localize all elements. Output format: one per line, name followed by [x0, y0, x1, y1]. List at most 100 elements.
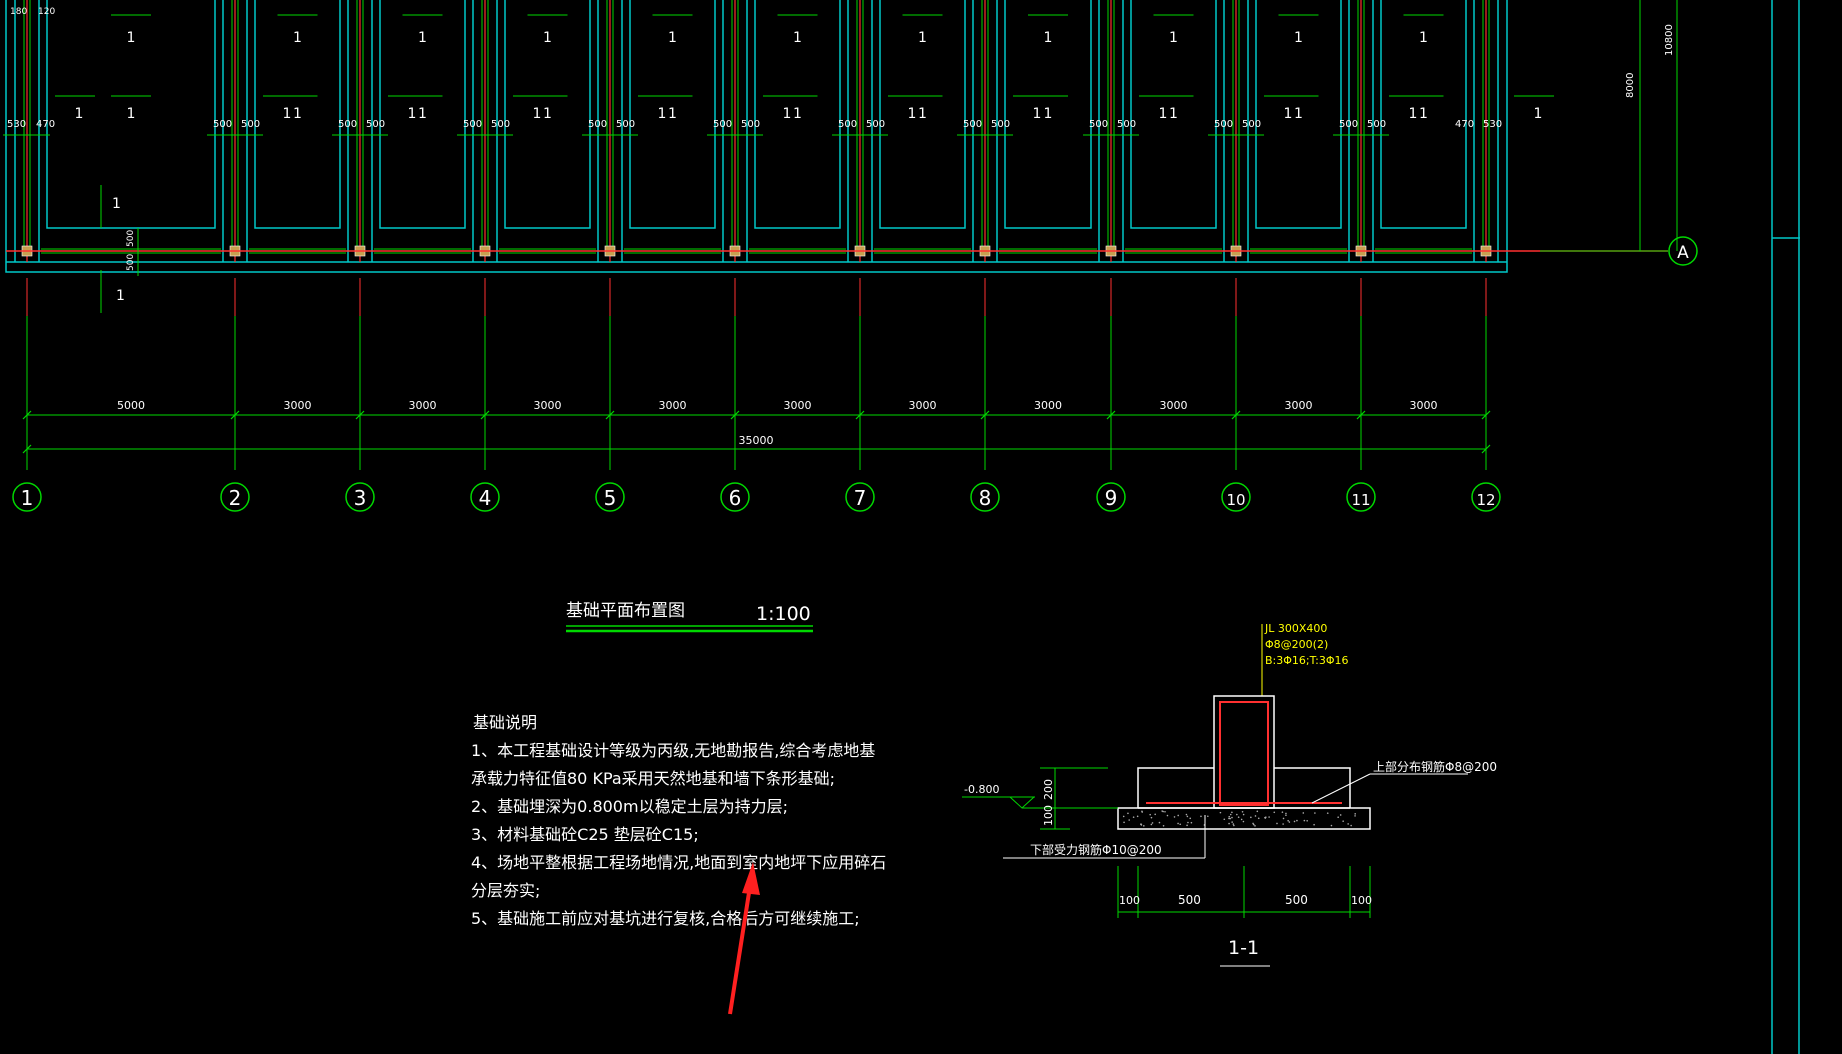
- axis-label: 11: [1351, 491, 1370, 509]
- axis-bubble: [1096, 482, 1126, 512]
- column-dim: 500: [366, 119, 385, 130]
- section-top-rebar-label: 上部分布钢筋Φ8@200: [1373, 759, 1497, 774]
- bay-dim: 3000: [784, 399, 812, 412]
- section-title: 1-1: [1228, 937, 1259, 959]
- section-mark: 1: [793, 30, 802, 46]
- section-mark: 1: [918, 30, 927, 46]
- section-mark: 1: [1169, 106, 1178, 122]
- axis-label: 2: [229, 486, 242, 510]
- axis-label: 7: [854, 486, 867, 510]
- section-mark: 1: [127, 30, 136, 46]
- cushion-hatch: [1122, 810, 1356, 827]
- axis-bubble: [220, 482, 250, 512]
- plan-title: 基础平面布置图 1:100: [566, 601, 813, 633]
- drawing-frame-right: [1771, 0, 1800, 1054]
- notes-line-7: 5、基础施工前应对基坑进行复核,合格后方可继续施工;: [471, 909, 860, 928]
- axis-label: 1: [21, 486, 34, 510]
- bay-dim: 3000: [1160, 399, 1188, 412]
- section-cut-label: 1: [112, 196, 121, 212]
- axis-bubble: [970, 482, 1000, 512]
- axis-label: 6: [729, 486, 742, 510]
- column-dim: 500: [866, 119, 885, 130]
- bay-dim: 3000: [1410, 399, 1438, 412]
- axis-label: 3: [354, 486, 367, 510]
- axis-bubble: [1221, 482, 1251, 512]
- section-mark: 1: [127, 106, 136, 122]
- notes-line-5: 4、场地平整根据工程场地情况,地面到室内地坪下应用碎石: [471, 853, 886, 872]
- section-mark: 1: [1159, 106, 1168, 122]
- column-dim: 500: [491, 119, 510, 130]
- section-1-1: JL 300X400 Φ8@200(2) B:3Φ16;T:3Φ16 上部分布钢…: [962, 622, 1497, 967]
- section-mark: 1: [1044, 30, 1053, 46]
- notes-line-2: 承载力特征值80 KPa采用天然地基和墙下条形基础;: [471, 769, 835, 788]
- section-mark: 1: [283, 106, 292, 122]
- section-mark: 1: [543, 106, 552, 122]
- total-dim: 35000: [739, 434, 774, 447]
- section-mark: 1: [793, 106, 802, 122]
- room-outline: [1255, 0, 1342, 229]
- dim-tick: [22, 444, 32, 454]
- axis-label: 10: [1226, 491, 1245, 509]
- dim-tick: [1481, 444, 1491, 454]
- plan-title-text: 基础平面布置图: [566, 601, 685, 621]
- section-mark: 1: [1419, 30, 1428, 46]
- bay-dim: 3000: [659, 399, 687, 412]
- axis-label: 8: [979, 486, 992, 510]
- column-dim: 500: [838, 119, 857, 130]
- section-bottom-dim-4: 100: [1351, 894, 1372, 907]
- column-dim: 500: [241, 119, 260, 130]
- section-mark: 1: [908, 106, 917, 122]
- section-mark: 1: [533, 106, 542, 122]
- axis-a-label: A: [1677, 243, 1689, 263]
- bay-dim: 3000: [284, 399, 312, 412]
- axis-bubble: [1471, 482, 1501, 512]
- section-mark: 1: [1534, 106, 1543, 122]
- section-bars-label: B:3Φ16;T:3Φ16: [1265, 654, 1348, 667]
- bay-dim: 5000: [117, 399, 145, 412]
- column-dim: 500: [991, 119, 1010, 130]
- section-stirrup-label: Φ8@200(2): [1265, 638, 1328, 651]
- notes-line-4: 3、材料基础砼C25 垫层砼C15;: [471, 825, 699, 844]
- foundation-notes: 基础说明 1、本工程基础设计等级为丙级,无地勘报告,综合考虑地基 承载力特征值8…: [471, 713, 886, 928]
- section-mark: 1: [658, 106, 667, 122]
- axis-label: 5: [604, 486, 617, 510]
- column-dim: 500: [1242, 119, 1261, 130]
- section-mark: 1: [1419, 106, 1428, 122]
- section-mark: 1: [543, 30, 552, 46]
- axis-bubble: [470, 482, 500, 512]
- section-mark: 1: [1409, 106, 1418, 122]
- axis-bubble: [345, 482, 375, 512]
- column-dim: 500: [338, 119, 357, 130]
- axis-a-bubble: [1668, 236, 1698, 266]
- section-mark: 1: [293, 30, 302, 46]
- room-outline: [504, 0, 591, 229]
- notes-heading: 基础说明: [473, 713, 537, 732]
- section-bottom-dim-2: 500: [1178, 893, 1201, 907]
- section-mark: 1: [918, 106, 927, 122]
- axis-label: 9: [1105, 486, 1118, 510]
- axis-label: 4: [479, 486, 492, 510]
- left-dim-470: 470: [36, 119, 55, 130]
- bay-dim: 3000: [909, 399, 937, 412]
- axis-label: 12: [1476, 491, 1495, 509]
- column-dim: 500: [213, 119, 232, 130]
- section-cut-label: 1: [116, 288, 125, 304]
- section-mark: 1: [1033, 106, 1042, 122]
- column-dim: 500: [713, 119, 732, 130]
- notes-line-6: 分层夯实;: [471, 881, 540, 900]
- strip-half-dim: 500: [126, 230, 136, 247]
- strip-half-dim: 500: [126, 254, 136, 271]
- notes-line-3: 2、基础埋深为0.800m以稳定土层为持力层;: [471, 797, 788, 816]
- section-dim-200: 200: [1042, 779, 1055, 800]
- axis-bubble: [1346, 482, 1376, 512]
- axis-bubble: [12, 482, 42, 512]
- column-dim: 500: [1089, 119, 1108, 130]
- axis-bubble: [845, 482, 875, 512]
- section-mark: 1: [668, 30, 677, 46]
- top-dim-180: 180: [10, 7, 27, 17]
- room-outline: [46, 0, 216, 229]
- left-dim-530: 530: [7, 119, 26, 130]
- bay-dim: 3000: [1285, 399, 1313, 412]
- column-dim: 500: [1367, 119, 1386, 130]
